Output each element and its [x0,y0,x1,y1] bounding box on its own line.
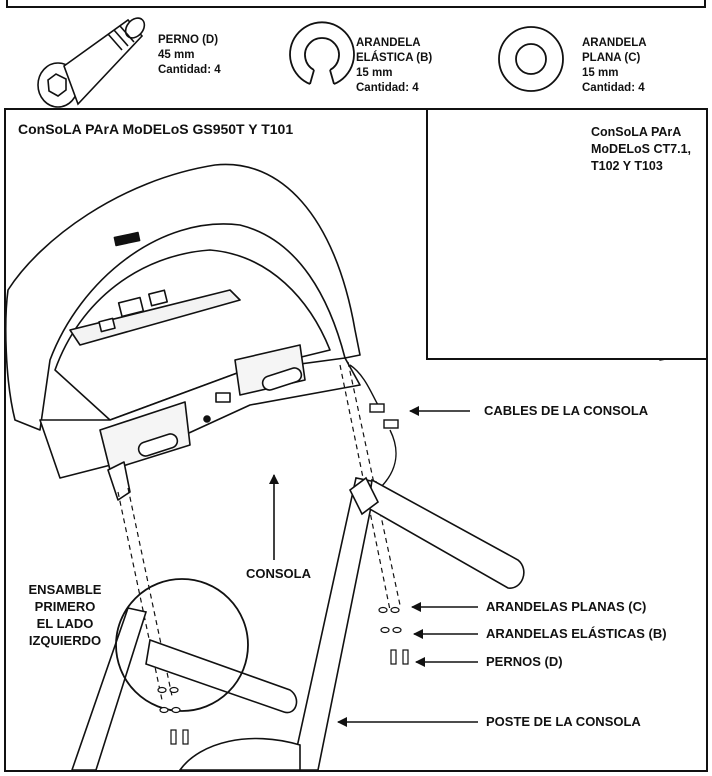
console-cable [349,364,399,489]
left-upright [70,607,301,771]
flat-washer-size: 15 mm [582,67,619,79]
spring-washer-name-2: ELÁSTICA (B) [356,52,433,64]
bolt-size: 45 mm [158,49,195,61]
flat-washer-name-2: PLANA (C) [582,52,641,64]
bolt-icon [37,17,146,108]
note-line-1: ENSAMBLE [28,582,102,597]
main-title: ConSoLA PArA MoDELoS GS950T Y T101 [18,121,294,137]
detail-circle [115,578,249,712]
spring-washer-spec: ARANDELA ELÁSTICA (B) 15 mm Cantidad: 4 [356,36,432,96]
main-frame [4,108,708,772]
note-line-4: IZQUIERDO [28,633,102,648]
spring-washer-qty: Cantidad: 4 [356,82,419,94]
flat-washer-spec: ARANDELA PLANA (C) 15 mm Cantidad: 4 [582,36,647,96]
right-upright [291,476,525,771]
spring-washers-label: ARANDELAS ELÁSTICAS (B) [486,626,667,641]
flat-washer-icon [498,26,564,92]
inset-title-1: ConSoLA PArA [591,125,682,139]
inset-title-2: MoDELoS CT7.1, [591,142,692,156]
hardware-stack-right [378,606,409,665]
inset-title-3: T102 Y T103 [591,159,663,173]
note-line-3: EL LADO [36,616,94,631]
callout-arrows [269,406,478,727]
console-post-label: POSTE DE LA CONSOLA [486,714,641,729]
console-label: CONSOLA [246,566,311,581]
console-cables-label: CABLES DE LA CONSOLA [484,403,649,418]
hardware-stack-left [157,686,189,745]
flat-washer-qty: Cantidad: 4 [582,82,645,94]
spring-washer-size: 15 mm [356,67,393,79]
flat-washers-label: ARANDELAS PLANAS (C) [486,599,647,614]
spring-washer-icon [289,21,355,85]
note-line-2: PRIMERO [34,599,96,614]
flat-washer-name-1: ARANDELA [582,37,647,49]
bolts-label: PERNOS (D) [486,654,563,669]
bolt-name: PERNO (D) [158,34,219,46]
bolt-qty: Cantidad: 4 [158,64,221,76]
inset-title: ConSoLA PArA MoDELoS CT7.1, T102 Y T103 [591,124,691,175]
inset-frame [426,110,706,360]
bolt-spec: PERNO (D) 45 mm Cantidad: 4 [158,33,221,78]
top-border [6,0,706,8]
spring-washer-name-1: ARANDELA [356,37,421,49]
console-drawing [5,163,361,501]
assembly-note: ENSAMBLE PRIMERO EL LADO IZQUIERDO [10,581,120,649]
